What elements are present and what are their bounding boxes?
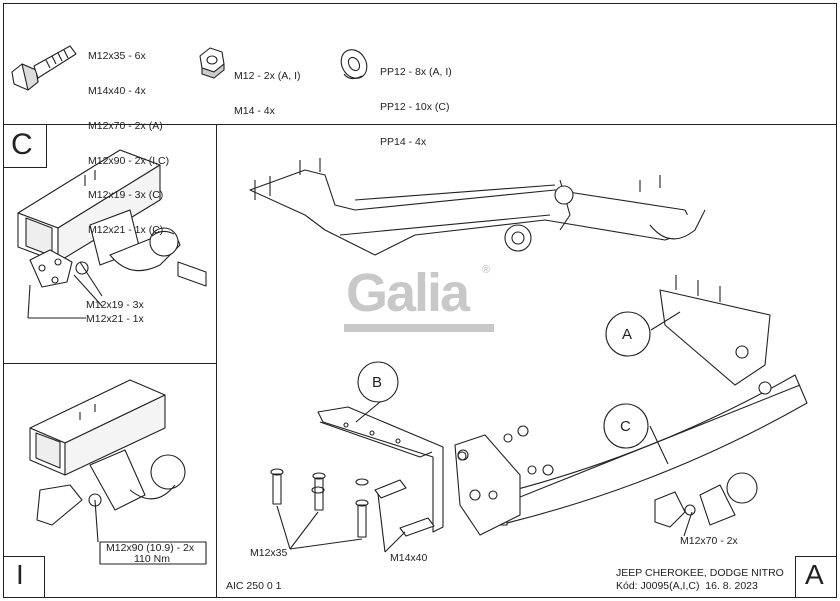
panel-c-letter: C — [11, 128, 33, 161]
brand-wordmark: Galia — [346, 263, 470, 323]
nut-list: M12 - 2x (A, I) M14 - 4x — [234, 48, 301, 129]
callout-a-circle — [605, 311, 651, 357]
panel-c-label: M12x21 - 1x — [86, 313, 144, 325]
assembled-towbar — [249, 158, 706, 256]
nut-item: M12 - 2x (A, I) — [234, 70, 301, 83]
drawing-code: AIC 250 0 1 — [226, 580, 282, 592]
exploded-bolts — [270, 425, 554, 538]
panel-i-letter: I — [16, 559, 24, 590]
bolt-item: M12x21 - 1x (C) — [88, 224, 164, 237]
label-m12x70: M12x70 - 2x — [680, 535, 738, 547]
nut-item: M14 - 4x — [234, 104, 275, 117]
vehicle-name: JEEP CHEROKEE, DODGE NITRO — [616, 567, 784, 579]
callout-c: C — [620, 418, 631, 435]
washer-list: PP12 - 8x (A, I) PP12 - 10x (C) PP14 - 4… — [380, 44, 452, 160]
washer-item: PP12 - 8x (A, I) — [380, 66, 452, 79]
callout-b-circle — [357, 361, 399, 403]
panel-c-hitch — [17, 149, 207, 319]
nut-icon — [199, 47, 225, 79]
torque-spec: M12x90 (10.9) - 2x — [106, 542, 195, 554]
galia-logo: Galia ® — [344, 262, 496, 336]
exploded-bracket — [317, 406, 521, 536]
callout-b: B — [372, 374, 383, 391]
panel-i-letter-box — [3, 556, 45, 598]
bolt-list: M12x35 - 6x M14x40 - 4x M12x70 - 2x (A) … — [88, 28, 169, 248]
label-m14x40: M14x40 — [390, 552, 428, 564]
corner-letter: A — [805, 559, 824, 590]
bolt-item: M12x19 - 3x (C) — [88, 189, 164, 202]
main-frame — [216, 124, 837, 598]
bolt-item: M14x40 - 4x — [88, 84, 146, 97]
callout-c-circle — [603, 403, 649, 449]
corner-letter-box — [795, 556, 837, 598]
callout-a: A — [622, 326, 633, 343]
kod-date: Kód: J0095(A,I,C) 16. 8. 2023 — [616, 580, 758, 592]
panel-i-hitch — [29, 379, 207, 565]
exploded-beam — [494, 275, 808, 528]
washer-item: PP14 - 4x — [380, 135, 427, 148]
washer-item: PP12 - 10x (C) — [380, 100, 450, 113]
registered-mark: ® — [482, 264, 491, 276]
brand-underline — [344, 324, 494, 332]
label-m12x35: M12x35 — [250, 547, 288, 559]
washer-icon — [340, 49, 368, 80]
torque-value: 110 Nm — [134, 553, 170, 565]
leader-lines — [276, 311, 693, 553]
bolt-item: M12x90 - 2x (I,C) — [88, 154, 170, 167]
bolt-icon — [11, 45, 77, 91]
panel-c-label: M12x19 - 3x — [86, 299, 144, 311]
panel-c-letter-box — [3, 124, 47, 168]
bolt-item: M12x35 - 6x — [88, 50, 146, 63]
bolt-item: M12x70 - 2x (A) — [88, 119, 163, 132]
